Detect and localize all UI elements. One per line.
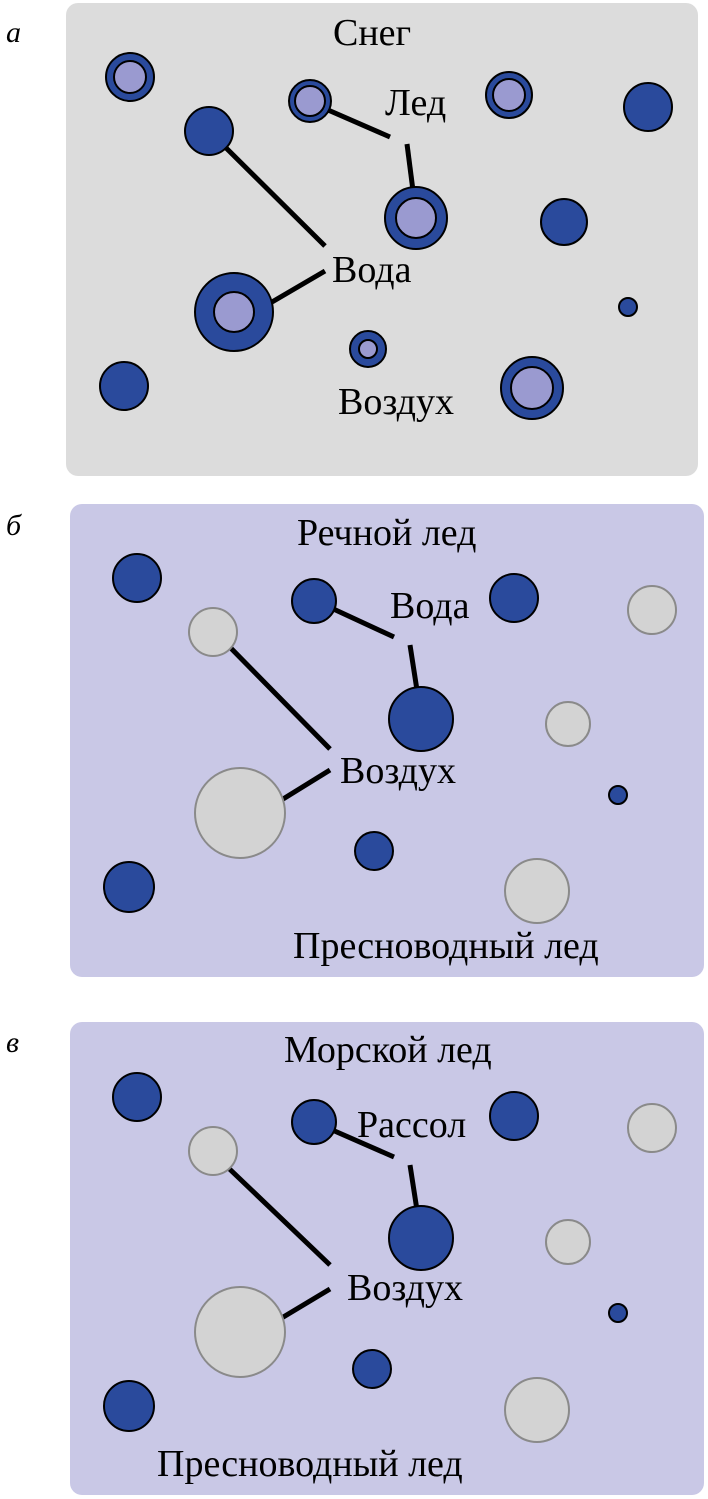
ice-core — [294, 85, 326, 117]
water-leader-line — [270, 268, 327, 305]
label-water: Вода — [390, 585, 470, 627]
panel-a: а Снег — [6, 3, 698, 476]
water-inclusion — [388, 686, 454, 752]
air-bubble — [194, 767, 286, 859]
water-inclusion — [291, 578, 337, 624]
brine-inclusion — [388, 1205, 454, 1271]
air-leader-line — [273, 767, 332, 807]
label-freshwater-ice: Пресноводный лед — [293, 925, 599, 967]
panel-a-title: Снег — [333, 12, 411, 54]
panel-b-air-bubbles — [188, 585, 677, 924]
sea-ice-background — [70, 1022, 704, 1495]
brine-inclusion — [291, 1099, 337, 1145]
water-inclusion — [354, 831, 394, 871]
ice-core — [358, 339, 378, 359]
water-droplet — [99, 361, 149, 411]
panel-b-water-inclusions — [103, 553, 628, 913]
label-freshwater-ice: Пресноводный лед — [157, 1443, 463, 1485]
label-water: Вода — [332, 249, 412, 291]
air-bubble — [188, 1126, 238, 1176]
label-air: Воздух — [340, 750, 456, 792]
panel-c: в Морской лед Рассол Воздух Пресн — [6, 1022, 704, 1495]
ice-core — [113, 60, 147, 94]
air-bubble — [627, 585, 677, 635]
water-droplet — [540, 198, 588, 246]
water-inclusion — [112, 553, 162, 603]
label-air: Воздух — [338, 381, 454, 423]
label-air: Воздух — [347, 1267, 463, 1309]
air-leader-line — [273, 1286, 332, 1325]
ice-core — [395, 197, 437, 239]
water-inclusion — [608, 785, 628, 805]
water-droplet — [618, 297, 638, 317]
panel-c-title: Морской лед — [284, 1029, 492, 1071]
air-bubble — [504, 1377, 570, 1443]
river-ice-background — [70, 504, 704, 977]
brine-inclusion — [352, 1349, 392, 1389]
brine-inclusion — [103, 1380, 155, 1432]
water-inclusion — [103, 861, 155, 913]
air-leader-line — [216, 1156, 332, 1267]
water-leader-line — [208, 130, 327, 248]
ice-core — [213, 291, 255, 333]
air-bubble — [627, 1103, 677, 1153]
air-bubble — [504, 858, 570, 924]
air-bubble — [194, 1286, 286, 1378]
panel-b-title: Речной лед — [297, 512, 477, 554]
label-ice: Лед — [385, 82, 446, 124]
brine-inclusion — [608, 1303, 628, 1323]
air-bubble — [545, 1219, 591, 1265]
air-leader-line — [216, 633, 332, 751]
water-droplet — [184, 106, 234, 156]
panel-a-ice-particles — [105, 52, 564, 420]
panel-b: б Речной лед Вода Воздух — [6, 504, 704, 977]
air-bubble — [545, 701, 591, 747]
ice-core — [510, 366, 554, 410]
brine-inclusion — [489, 1091, 539, 1141]
ice-core — [492, 78, 526, 112]
air-bubble — [188, 607, 238, 657]
panel-b-letter: б — [6, 509, 22, 542]
label-brine: Рассол — [357, 1104, 466, 1146]
panel-a-water-droplets — [99, 82, 673, 411]
water-droplet — [623, 82, 673, 132]
panel-c-letter: в — [6, 1026, 19, 1059]
brine-inclusion — [112, 1072, 162, 1122]
panel-c-brine-inclusions — [103, 1072, 628, 1432]
panel-a-letter: а — [6, 16, 21, 49]
water-inclusion — [489, 573, 539, 623]
panel-c-air-bubbles — [188, 1103, 677, 1443]
